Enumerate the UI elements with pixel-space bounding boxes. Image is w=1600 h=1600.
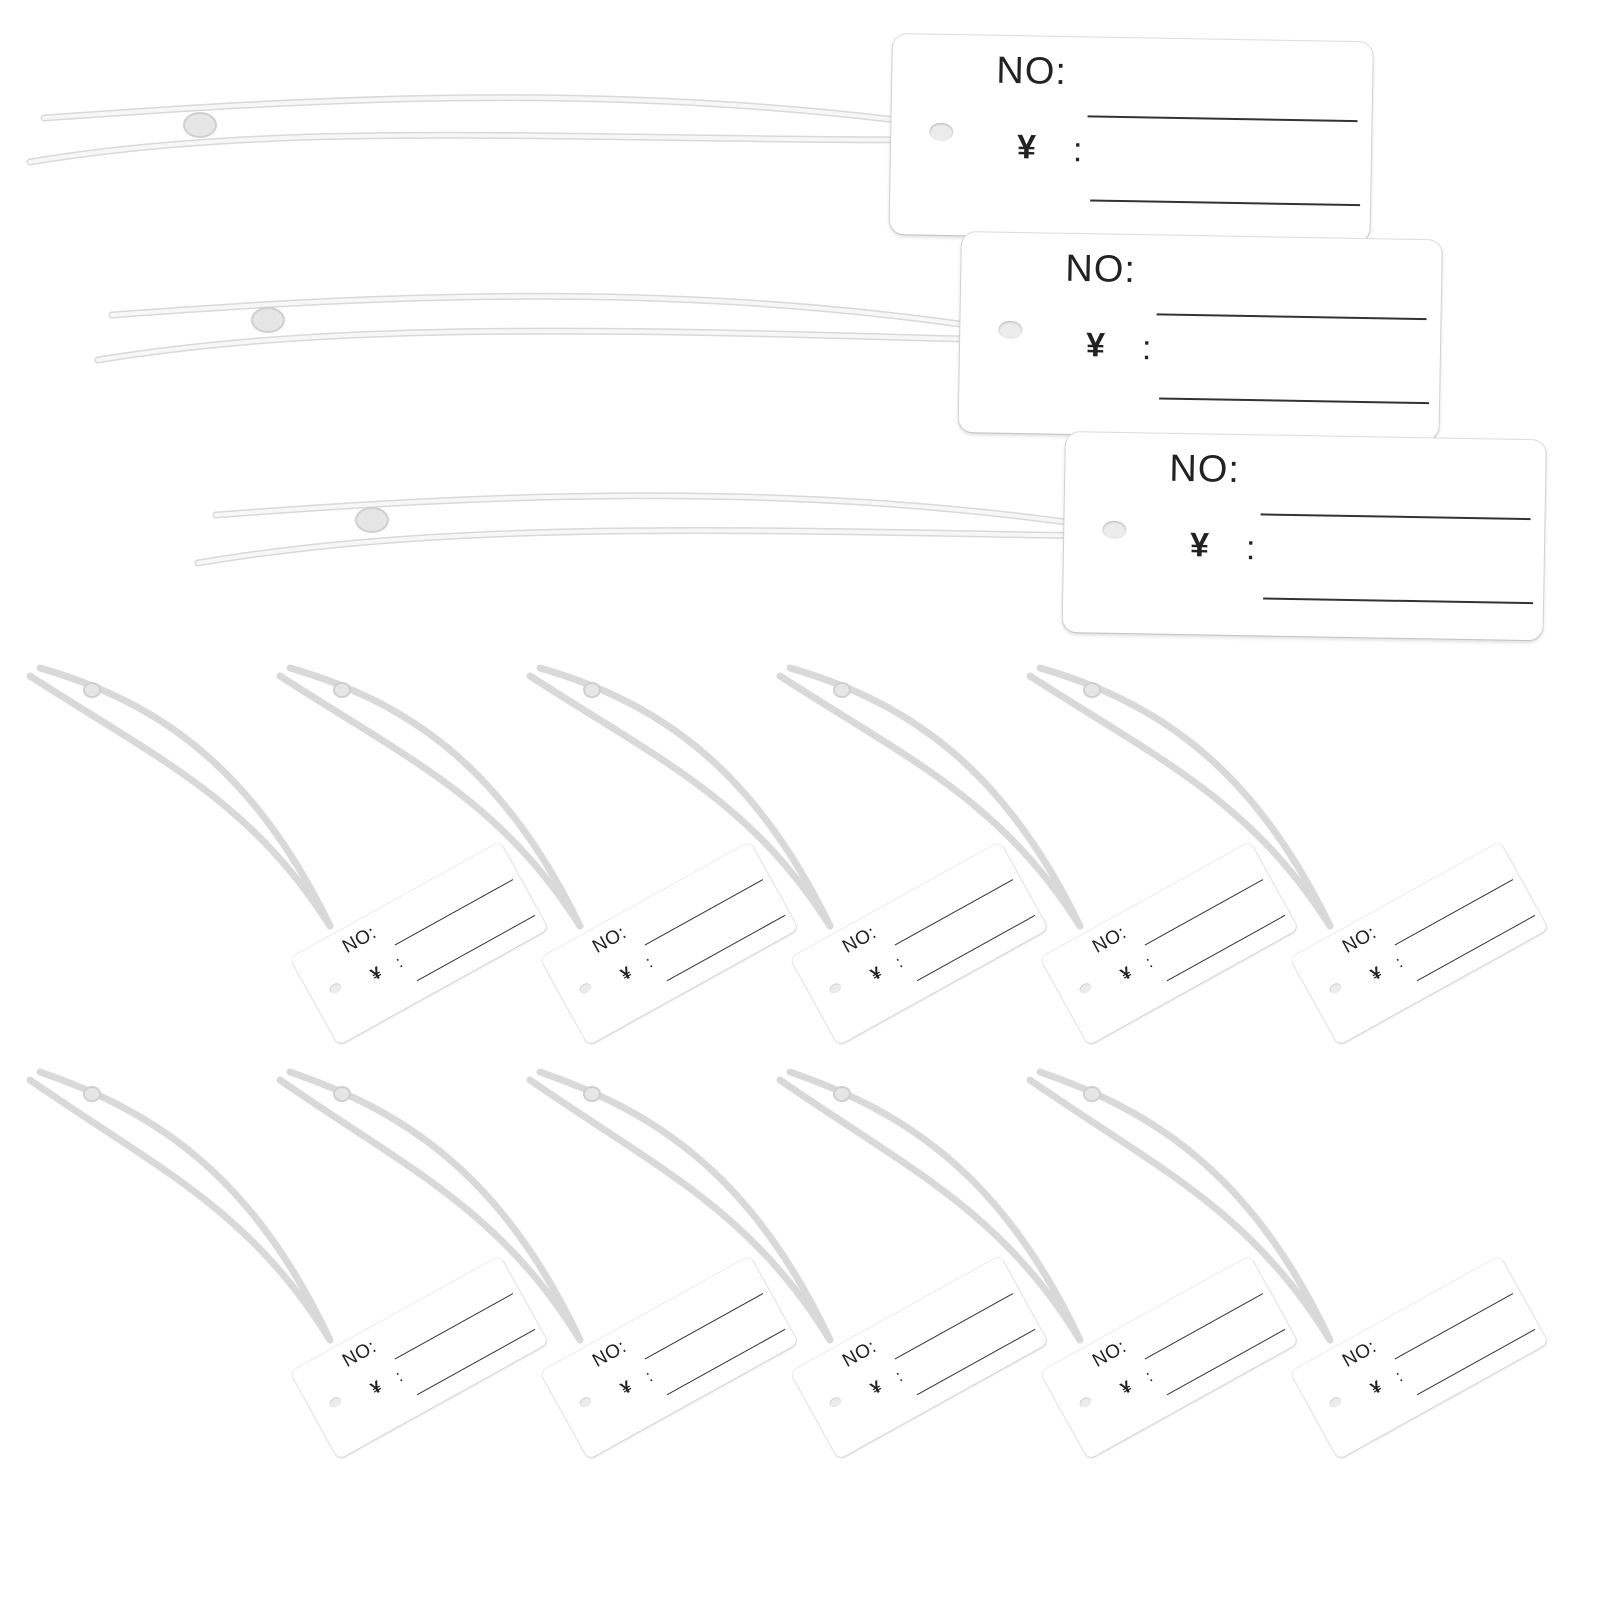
tag-currency-label: ¥ (617, 963, 635, 985)
tag-currency-colon: : (642, 952, 656, 972)
tag-number-line (1087, 115, 1358, 123)
tag-no-label: NO: (338, 921, 380, 958)
price-tag-small: NO: ¥ : (1040, 841, 1299, 1046)
tag-currency-label: ¥ (867, 963, 885, 985)
tag-currency-colon: : (392, 952, 406, 972)
tag-no-label: NO: (838, 1335, 880, 1372)
tag-no-label: NO: (1338, 921, 1380, 958)
tag-price-line (1263, 597, 1534, 605)
tag-no-label: NO: (1065, 247, 1137, 292)
tag-number-line (1156, 313, 1427, 321)
tag-hole (1327, 1395, 1343, 1410)
tag-price-line (916, 914, 1036, 982)
price-tag-small: NO: ¥ : (790, 841, 1049, 1046)
tag-no-label: NO: (338, 1335, 380, 1372)
price-tag-small: NO: ¥ : (1290, 1255, 1549, 1460)
tag-hole (327, 1395, 343, 1410)
price-tag-large: NO: ¥ : (958, 232, 1442, 441)
tag-no-label: NO: (1169, 447, 1241, 492)
tag-currency-label: ¥ (1367, 963, 1385, 985)
tag-currency-colon: : (1392, 952, 1406, 972)
string-large-2b (94, 327, 1004, 364)
tag-no-label: NO: (1088, 921, 1130, 958)
tag-price-line (1416, 1328, 1536, 1396)
tag-currency-colon: : (1072, 131, 1083, 170)
tag-currency-label: ¥ (1367, 1377, 1385, 1399)
price-tag-small: NO: ¥ : (1040, 1255, 1299, 1460)
tag-currency-colon: : (392, 1366, 406, 1386)
tag-no-label: NO: (838, 921, 880, 958)
tag-currency-label: ¥ (1117, 963, 1135, 985)
tag-no-label: NO: (588, 921, 630, 958)
tag-price-line (1090, 199, 1361, 207)
tag-price-line (1159, 397, 1430, 405)
price-tag-small: NO: ¥ : (1290, 841, 1549, 1046)
tag-currency-colon: : (1141, 329, 1152, 368)
tag-hole (327, 981, 343, 996)
tag-hole (1077, 981, 1093, 996)
tag-price-line (1166, 914, 1286, 982)
price-tag-small: NO: ¥ : (290, 1255, 549, 1460)
tag-currency-label: ¥ (1189, 526, 1210, 565)
tag-hole (577, 1395, 593, 1410)
tag-no-label: NO: (1088, 1335, 1130, 1372)
price-tag-small: NO: ¥ : (540, 841, 799, 1046)
string-large-1 (40, 94, 940, 129)
tag-currency-label: ¥ (1016, 128, 1037, 167)
tag-hole (1077, 1395, 1093, 1410)
tag-currency-colon: : (1142, 1366, 1156, 1386)
tag-currency-colon: : (892, 1366, 906, 1386)
tag-price-line (666, 914, 786, 982)
string-large-3b (194, 527, 1098, 567)
tag-currency-colon: : (892, 952, 906, 972)
tag-currency-colon: : (1142, 952, 1156, 972)
tag-currency-label: ¥ (617, 1377, 635, 1399)
price-tag-small: NO: ¥ : (290, 841, 549, 1046)
tag-currency-label: ¥ (367, 963, 385, 985)
tag-hole (929, 122, 954, 142)
tag-hole (827, 981, 843, 996)
tag-currency-colon: : (1245, 529, 1256, 568)
tag-price-line (1166, 1328, 1286, 1396)
tag-currency-label: ¥ (1117, 1377, 1135, 1399)
price-tag-large: NO: ¥ : (889, 34, 1373, 243)
tag-currency-colon: : (1392, 1366, 1406, 1386)
tag-price-line (416, 914, 536, 982)
tag-price-line (916, 1328, 1036, 1396)
string-large-1b (26, 131, 940, 166)
tag-price-line (666, 1328, 786, 1396)
tag-hole (1327, 981, 1343, 996)
price-tag-small: NO: ¥ : (540, 1255, 799, 1460)
string-large-2 (108, 292, 1004, 334)
price-tag-large: NO: ¥ : (1062, 432, 1546, 641)
tag-currency-label: ¥ (367, 1377, 385, 1399)
tag-hole (577, 981, 593, 996)
tag-hole (998, 320, 1023, 340)
tag-hole (1102, 520, 1127, 540)
tag-price-line (416, 1328, 536, 1396)
tag-price-line (1416, 914, 1536, 982)
tag-no-label: NO: (996, 49, 1068, 94)
tag-currency-label: ¥ (867, 1377, 885, 1399)
tag-no-label: NO: (1338, 1335, 1380, 1372)
tag-currency-colon: : (642, 1366, 656, 1386)
price-tag-small: NO: ¥ : (790, 1255, 1049, 1460)
tag-hole (827, 1395, 843, 1410)
tag-number-line (1260, 513, 1531, 521)
tag-currency-label: ¥ (1085, 326, 1106, 365)
tag-no-label: NO: (588, 1335, 630, 1372)
string-large-3 (212, 492, 1098, 530)
